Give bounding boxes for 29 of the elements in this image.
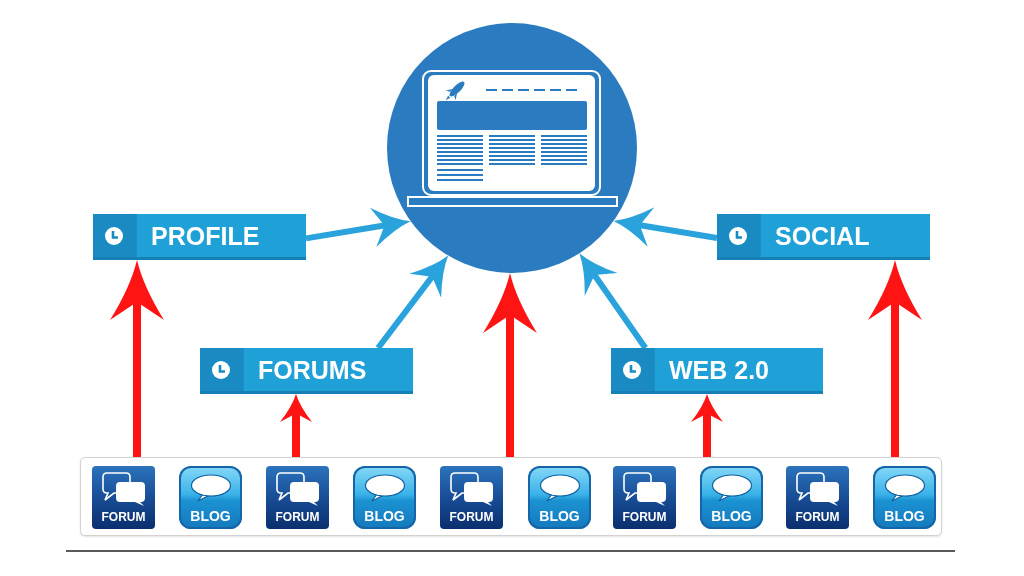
tile-label: BLOG	[539, 508, 580, 524]
forum-tile	[266, 466, 329, 529]
tile-label: FORUM	[622, 510, 667, 524]
tray-panel	[80, 457, 942, 536]
forum-tile	[786, 466, 849, 529]
category-label: WEB 2.0	[669, 354, 770, 385]
category-label: FORUMS	[258, 354, 367, 385]
blog-tile	[528, 466, 591, 529]
forum-tile	[613, 466, 676, 529]
tile-label: FORUM	[449, 510, 494, 524]
forum-tile	[440, 466, 503, 529]
tile-label: BLOG	[364, 508, 405, 524]
tile-label: BLOG	[711, 508, 752, 524]
category-bar	[93, 214, 306, 260]
tile-label: FORUM	[795, 510, 840, 524]
blog-tile	[873, 466, 936, 529]
category-bar	[200, 348, 413, 394]
forum-tile	[92, 466, 155, 529]
category-bar	[717, 214, 930, 260]
category-label: PROFILE	[151, 220, 260, 251]
category-label: SOCIAL	[775, 220, 870, 251]
blog-tile	[179, 466, 242, 529]
tile-label: BLOG	[884, 508, 925, 524]
blog-tile	[700, 466, 763, 529]
tile-label: FORUM	[275, 510, 320, 524]
blog-tile	[353, 466, 416, 529]
category-bar	[611, 348, 823, 394]
tile-label: BLOG	[190, 508, 231, 524]
tile-label: FORUM	[101, 510, 146, 524]
